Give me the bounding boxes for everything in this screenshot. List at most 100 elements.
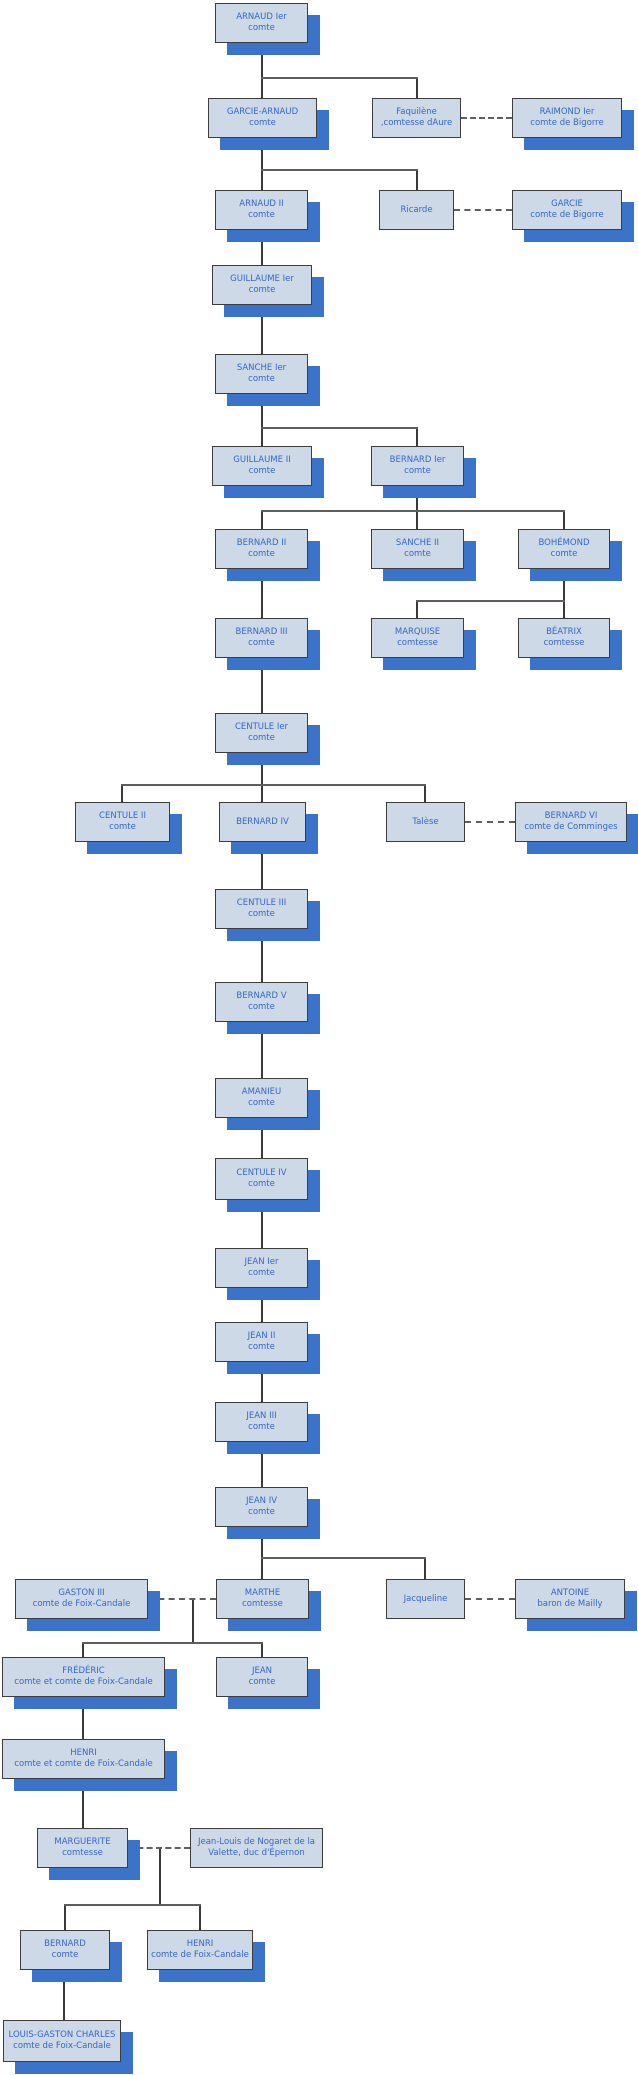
- descent-connector-line: [261, 569, 263, 618]
- person-name: GASTON III: [58, 1588, 105, 1598]
- person-title: comte et comte de Foix-Candale: [14, 1677, 153, 1687]
- descent-connector-line: [199, 1905, 201, 1930]
- person-title: comtesse: [242, 1599, 283, 1609]
- person-title: comte: [550, 549, 578, 559]
- person-name: Talèse: [412, 816, 439, 827]
- descent-connector-line: [261, 1288, 263, 1322]
- descent-connector-line: [424, 785, 426, 802]
- person-name: BERNARD II: [236, 538, 287, 548]
- person-name: MARGUERITE: [54, 1837, 111, 1847]
- person-name: ARNAUD II: [239, 199, 284, 209]
- descent-connector-line: [416, 601, 418, 618]
- person-title: comte: [248, 1002, 275, 1012]
- person-box-ricarde[interactable]: Ricarde: [379, 190, 454, 230]
- descent-connector-line: [64, 1905, 66, 1930]
- person-title: comtesse: [543, 638, 585, 648]
- sibling-distributor-line: [121, 784, 426, 786]
- person-name: MARTHE: [244, 1588, 281, 1598]
- descent-connector-line: [416, 428, 418, 446]
- person-box-bernard-4[interactable]: BERNARD IV: [219, 802, 306, 842]
- person-box-jean-louis[interactable]: Jean-Louis de Nogaret de la Valette, duc…: [190, 1828, 323, 1868]
- person-title: comte: [248, 1507, 275, 1517]
- descent-connector-line: [82, 1779, 84, 1828]
- person-name: BÉATRIX: [546, 627, 582, 637]
- sibling-distributor-line: [261, 427, 418, 429]
- person-box-jacqueline[interactable]: Jacqueline: [386, 1579, 465, 1619]
- descent-connector-line: [63, 1970, 65, 2020]
- person-name: Faquilène: [396, 107, 437, 117]
- descent-connector-line: [261, 230, 263, 265]
- descent-connector-line: [261, 842, 263, 889]
- person-name: BERNARD III: [235, 627, 288, 637]
- person-title: comte de Foix-Candale: [32, 1599, 131, 1609]
- marriage-dashed-line: [454, 209, 512, 211]
- sibling-distributor-line: [261, 510, 565, 512]
- descent-connector-line: [261, 658, 263, 713]
- person-name: JEAN: [251, 1666, 273, 1676]
- person-box-faquilene[interactable]: Faquilène,comtesse dAure: [372, 98, 461, 138]
- descent-connector-line: [416, 78, 418, 98]
- person-title: comte: [248, 549, 275, 559]
- descent-connector-line: [159, 1848, 161, 1905]
- descent-connector-line: [416, 486, 418, 529]
- person-title: comte: [248, 23, 275, 33]
- descent-connector-line: [261, 305, 263, 354]
- person-name: BERNARD: [44, 1939, 86, 1949]
- descent-connector-line: [82, 1643, 84, 1657]
- sibling-distributor-line: [261, 1557, 426, 1559]
- person-title: comte de Bigorre: [530, 210, 604, 220]
- person-title: comte de Foix-Candale: [151, 1950, 249, 1960]
- person-name: CENTULE IV: [236, 1168, 287, 1178]
- person-name: LOUIS-GASTON CHARLES: [8, 2030, 116, 2040]
- person-name: BERNARD VI: [544, 811, 598, 821]
- person-name: Ricarde: [400, 204, 433, 215]
- person-name: CENTULE III: [236, 898, 287, 908]
- person-box-talese[interactable]: Talèse: [386, 802, 465, 842]
- person-title: comte: [248, 638, 275, 648]
- person-title: baron de Mailly: [537, 1599, 603, 1609]
- person-name: Jacqueline: [403, 1593, 448, 1604]
- person-title: comte: [248, 466, 276, 476]
- descent-connector-line: [82, 1697, 84, 1739]
- descent-connector-line: [261, 1643, 263, 1657]
- person-title: comte: [248, 1422, 275, 1432]
- marriage-dashed-line: [128, 1847, 190, 1849]
